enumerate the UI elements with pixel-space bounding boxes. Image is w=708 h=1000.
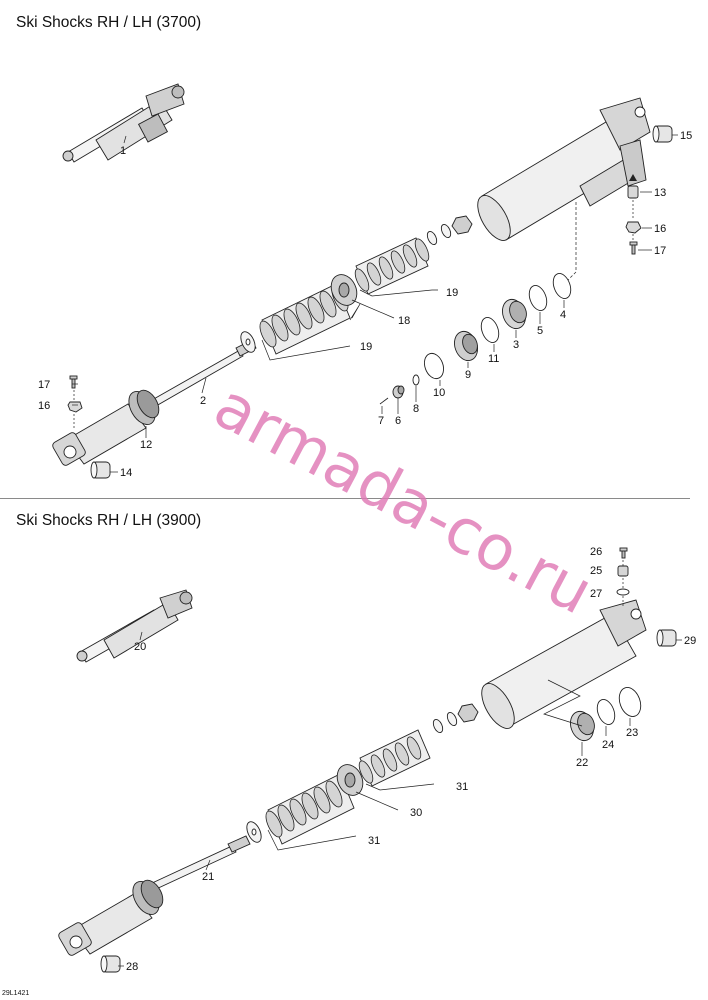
callout-31-lower: 31 xyxy=(368,835,380,847)
part-13-fitting[interactable] xyxy=(627,174,639,199)
part-23-diaphragm[interactable] xyxy=(615,684,644,719)
callout-23: 23 xyxy=(626,727,638,739)
part-1-shock-assembly[interactable] xyxy=(62,83,185,163)
callout-19-lower: 19 xyxy=(360,341,372,353)
part-19-spring-upper[interactable] xyxy=(352,237,431,295)
part-26-screw[interactable] xyxy=(619,547,628,559)
callout-9: 9 xyxy=(465,369,471,381)
watermark-text: armada-co.ru xyxy=(203,369,605,629)
part-4-diaphragm[interactable] xyxy=(550,271,574,301)
part-21-shaft[interactable] xyxy=(149,835,251,891)
part-28-bushing[interactable] xyxy=(100,955,121,973)
callout-7: 7 xyxy=(378,415,384,427)
part-20-shock-assembly[interactable] xyxy=(76,589,193,663)
part-11-diaphragm[interactable] xyxy=(478,315,502,345)
part-15-bushing[interactable] xyxy=(652,125,673,143)
callout-30: 30 xyxy=(410,807,422,819)
callout-29: 29 xyxy=(684,635,696,647)
spring-washer-lower[interactable] xyxy=(238,329,258,354)
part-27-oring[interactable] xyxy=(616,588,630,596)
shaft-washer-top-3900[interactable] xyxy=(431,711,458,734)
callout-20: 20 xyxy=(134,641,146,653)
callout-10: 10 xyxy=(433,387,445,399)
callout-4: 4 xyxy=(560,309,566,321)
callout-1: 1 xyxy=(120,145,126,157)
part-16-nut-left[interactable] xyxy=(67,401,83,413)
callout-17-left: 17 xyxy=(38,379,50,391)
callout-12: 12 xyxy=(140,439,152,451)
callout-26: 26 xyxy=(590,546,602,558)
part-9-piston[interactable] xyxy=(451,328,482,364)
callout-28: 28 xyxy=(126,961,138,973)
callout-13: 13 xyxy=(654,187,666,199)
part-8-oring[interactable] xyxy=(412,374,420,386)
section-divider xyxy=(0,498,690,499)
callout-11: 11 xyxy=(488,353,499,365)
diagram-code: 29L1421 xyxy=(2,990,30,997)
shock-body-upper-3900[interactable] xyxy=(475,599,647,734)
part-12-lower-body[interactable] xyxy=(51,387,163,467)
shock-body-upper[interactable] xyxy=(471,97,651,246)
callout-31-upper: 31 xyxy=(456,781,468,793)
part-31-spring-lower[interactable] xyxy=(263,773,355,845)
callout-18: 18 xyxy=(398,315,410,327)
callout-5: 5 xyxy=(537,325,543,337)
part-29-bushing[interactable] xyxy=(656,629,677,647)
part-14-bushing[interactable] xyxy=(90,461,111,479)
shaft-nut-top-3900[interactable] xyxy=(457,703,479,723)
callout-2: 2 xyxy=(200,395,206,407)
shaft-washer-top[interactable] xyxy=(425,223,452,246)
callout-6: 6 xyxy=(395,415,401,427)
part-19-spring-lower[interactable] xyxy=(257,283,352,355)
callout-3: 3 xyxy=(513,339,519,351)
part-17-screw-left[interactable] xyxy=(69,375,78,389)
shaft-nut-top[interactable] xyxy=(451,215,473,235)
callout-22: 22 xyxy=(576,757,588,769)
callout-24: 24 xyxy=(602,739,614,751)
part-16-nut-right[interactable] xyxy=(625,221,642,234)
callout-17-right: 17 xyxy=(654,245,666,257)
part-22-cap[interactable] xyxy=(567,708,598,744)
part-18-spring-seat[interactable] xyxy=(326,270,361,309)
part-3-cap[interactable] xyxy=(499,296,530,332)
callout-19-upper: 19 xyxy=(446,287,458,299)
part-24-ring[interactable] xyxy=(594,697,618,727)
callout-15: 15 xyxy=(680,130,692,142)
callout-14: 14 xyxy=(120,467,132,479)
part-5-ring[interactable] xyxy=(526,283,550,313)
part-6-valve[interactable] xyxy=(392,385,405,399)
part-17-screw-right[interactable] xyxy=(629,241,638,255)
callout-16-left: 16 xyxy=(38,400,50,412)
lower-body-3900[interactable] xyxy=(57,877,167,957)
part-7-screw[interactable] xyxy=(379,397,389,405)
part-25-valve[interactable] xyxy=(617,565,629,577)
section-title-3700: Ski Shocks RH / LH (3700) xyxy=(16,14,202,31)
callout-25: 25 xyxy=(590,565,602,577)
part-30-spring-seat[interactable] xyxy=(332,760,367,799)
callout-21: 21 xyxy=(202,871,214,883)
callout-16-right: 16 xyxy=(654,223,666,235)
section-title-3900: Ski Shocks RH / LH (3900) xyxy=(16,512,202,529)
spring-washer-lower-3900[interactable] xyxy=(244,819,264,844)
part-10-ring[interactable] xyxy=(421,351,447,382)
callout-27: 27 xyxy=(590,588,602,600)
part-31-spring-upper[interactable] xyxy=(356,729,431,787)
callout-8: 8 xyxy=(413,403,419,415)
